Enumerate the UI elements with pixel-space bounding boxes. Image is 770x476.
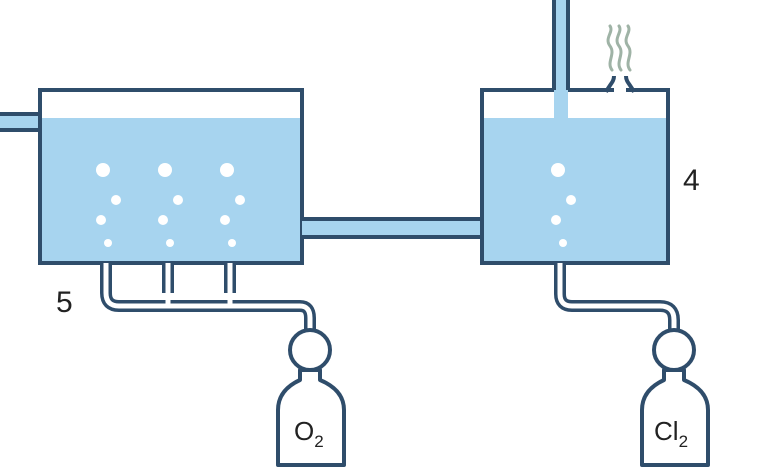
bubble-icon (158, 163, 172, 177)
bubble-icon (111, 195, 121, 205)
tank-right (480, 88, 670, 265)
outlet-pipe (552, 0, 570, 118)
bubble-icon (173, 195, 183, 205)
gas-label-cl2-main: Cl (654, 416, 679, 446)
inlet-pipe (0, 112, 40, 132)
bubble-icon (559, 239, 567, 247)
gas-label-o2-sub: 2 (314, 432, 323, 451)
bubble-icon (551, 163, 565, 177)
bubble-icon (235, 195, 245, 205)
svg-text:Cl2: Cl2 (654, 416, 688, 451)
bubble-icon (104, 239, 112, 247)
bubbles-right (551, 163, 576, 247)
bubble-icon (166, 239, 174, 247)
pump-icon (652, 328, 696, 372)
bubble-icon (158, 215, 168, 225)
gas-cylinder-icon (640, 368, 710, 467)
pump-icon (288, 328, 332, 372)
cl2-supply-tube (554, 263, 680, 338)
gas-cylinder-icon (276, 368, 346, 467)
tank-left (38, 88, 304, 265)
bubble-icon (220, 163, 234, 177)
label-tank-5: 5 (56, 286, 73, 319)
vent (604, 75, 636, 93)
bubble-icon (566, 195, 576, 205)
vapor-wisps-icon (606, 24, 632, 72)
bubble-icon (551, 215, 561, 225)
svg-text:O2: O2 (294, 416, 324, 451)
bubble-icon (228, 239, 236, 247)
bubbles-left (96, 163, 245, 247)
bubble-icon (96, 163, 110, 177)
bubble-icon (96, 215, 106, 225)
gas-label-o2-main: O (294, 416, 314, 446)
connecting-pipe (302, 217, 482, 239)
label-tank-4: 4 (683, 164, 700, 197)
bubble-icon (220, 215, 230, 225)
gas-label-cl2-sub: 2 (679, 432, 688, 451)
o2-supply-tubes (100, 263, 316, 338)
